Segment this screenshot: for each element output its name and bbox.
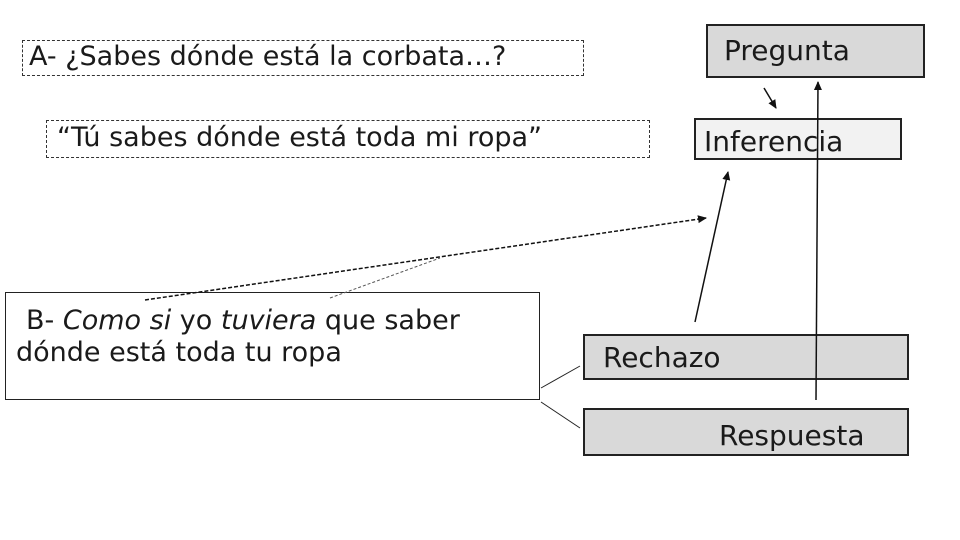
respuesta-label: Respuesta [719, 419, 865, 452]
inferencia-label: Inferencia [704, 125, 844, 158]
pregunta-to-inferencia-arrow [763, 87, 777, 109]
answer-b-prefix: B- [26, 305, 63, 336]
rechazo-to-inferencia-arrow [694, 171, 731, 323]
answer-b-line1: B- Como si yo tuviera que saber [16, 305, 539, 337]
answer-b-como-si: Como si [62, 305, 172, 336]
answer-b-tuviera: tuviera [220, 305, 317, 336]
como-si-to-inferencia-dashed-arrow [144, 215, 707, 301]
rechazo-label: Rechazo [603, 341, 721, 374]
respuesta-to-pregunta-arrow [813, 81, 822, 401]
b-to-rechazo-link [540, 365, 581, 389]
rechazo-box: Rechazo [583, 334, 909, 380]
implicature-quote-box: “Tú sabes dónde está toda mi ropa” [46, 120, 650, 158]
pregunta-box: Pregunta [706, 24, 925, 78]
answer-b-rest: que saber [316, 305, 460, 336]
implicature-quote-text: “Tú sabes dónde está toda mi ropa” [57, 122, 543, 153]
inferencia-box: Inferencia [694, 118, 902, 160]
question-a-text: A- ¿Sabes dónde está la corbata…? [29, 41, 507, 72]
respuesta-box: Respuesta [583, 408, 909, 456]
answer-b-yo: yo [171, 305, 221, 336]
pregunta-label: Pregunta [724, 34, 850, 67]
answer-b-line2: dónde está toda tu ropa [16, 337, 342, 368]
question-a-box: A- ¿Sabes dónde está la corbata…? [22, 40, 584, 76]
b-to-respuesta-link [540, 401, 581, 429]
answer-b-box: B- Como si yo tuviera que saber dónde es… [5, 292, 540, 400]
tuviera-dashed-link [329, 257, 441, 299]
